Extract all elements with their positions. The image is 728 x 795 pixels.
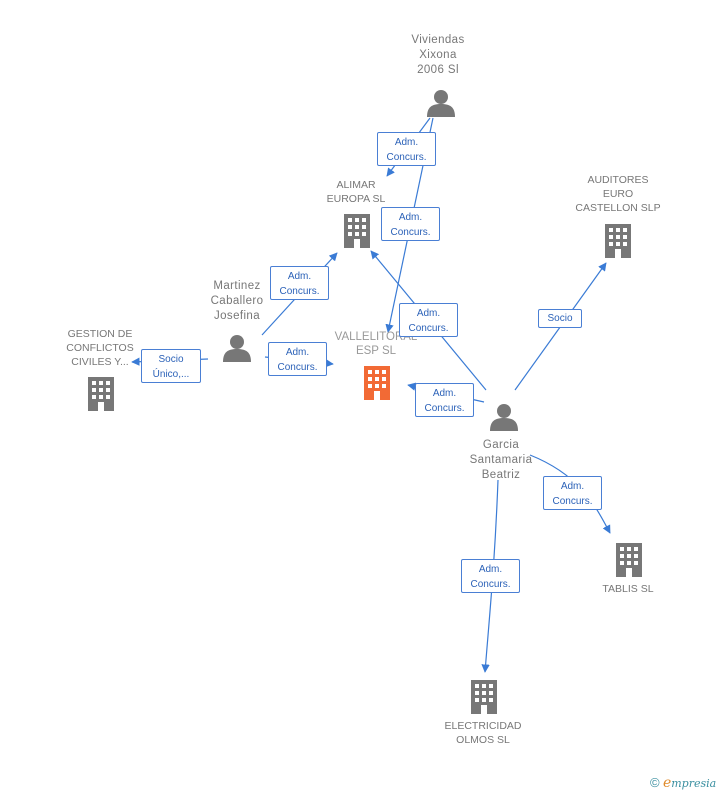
relation-badge-garcia-vallelitoral[interactable]: Adm. Concurs. xyxy=(415,383,474,417)
building-icon-auditores[interactable] xyxy=(605,224,631,258)
node-label-auditores[interactable]: AUDITORES EURO CASTELLON SLP xyxy=(563,173,673,215)
badge-line: Adm. xyxy=(398,212,423,223)
label-line: Martinez xyxy=(213,280,261,292)
person-icon-viviendas[interactable] xyxy=(427,90,455,117)
label-line: Xixona xyxy=(419,49,457,61)
person-icon-garcia[interactable] xyxy=(490,404,518,431)
copyright-icon: © xyxy=(650,775,660,790)
empresia-logo: © empresia xyxy=(650,775,716,791)
node-label-vallelitoral[interactable]: VALLELITORAL ESP SL xyxy=(322,330,430,358)
relation-badge-martinez-alimar[interactable]: Adm. Concurs. xyxy=(270,266,329,300)
label-line: Santamaria xyxy=(469,454,533,466)
label-line: Garcia xyxy=(482,439,520,451)
label-line: GESTION DE xyxy=(67,328,133,340)
building-icon-tablis[interactable] xyxy=(616,543,642,577)
label-line: CASTELLON SLP xyxy=(575,202,661,214)
label-line: Josefina xyxy=(213,310,261,322)
relation-badge-garcia-electricidad[interactable]: Adm. Concurs. xyxy=(461,559,520,593)
label-line: EURO xyxy=(602,188,634,200)
badge-line: Concurs. xyxy=(277,362,318,373)
label-line: OLMOS SL xyxy=(456,734,510,746)
node-label-garcia[interactable]: Garcia Santamaria Beatriz xyxy=(451,438,551,483)
label-line: 2006 Sl xyxy=(417,64,459,76)
node-label-viviendas[interactable]: Viviendas Xixona 2006 Sl xyxy=(388,33,488,78)
relation-badge-martinez-gestion[interactable]: Socio Único,... xyxy=(141,349,201,383)
label-line: AUDITORES xyxy=(587,174,649,186)
badge-line: Concurs. xyxy=(552,496,593,507)
building-icon-electricidad[interactable] xyxy=(471,680,497,714)
label-line: EUROPA SL xyxy=(326,193,386,205)
node-label-tablis[interactable]: TABLIS SL xyxy=(578,582,678,596)
badge-line: Adm. xyxy=(416,308,441,319)
label-line: Viviendas xyxy=(411,34,465,46)
relation-badge-viviendas-vallelitoral[interactable]: Adm. Concurs. xyxy=(381,207,440,241)
badge-line: Adm. xyxy=(478,564,503,575)
badge-line: Concurs. xyxy=(408,323,449,334)
label-line: ELECTRICIDAD xyxy=(444,720,522,732)
label-line: Beatriz xyxy=(481,469,521,481)
node-label-electricidad[interactable]: ELECTRICIDAD OLMOS SL xyxy=(428,719,538,747)
building-icon-vallelitoral[interactable] xyxy=(364,366,390,400)
building-icon-gestion[interactable] xyxy=(88,377,114,411)
relation-badge-martinez-vallelitoral[interactable]: Adm. Concurs. xyxy=(268,342,327,376)
logo-initial: e xyxy=(662,775,672,791)
badge-line: Adm. xyxy=(432,388,457,399)
relation-badge-garcia-auditores[interactable]: Socio xyxy=(538,309,582,328)
label-line: CONFLICTOS xyxy=(66,342,134,354)
badge-line: Concurs. xyxy=(390,227,431,238)
badge-line: Socio xyxy=(158,354,184,365)
label-line: VALLELITORAL xyxy=(334,331,418,343)
badge-line: Concurs. xyxy=(424,403,465,414)
badge-line: Concurs. xyxy=(279,286,320,297)
label-line: ESP SL xyxy=(355,345,397,357)
badge-line: Adm. xyxy=(285,347,310,358)
building-icon-alimar[interactable] xyxy=(344,214,370,248)
badge-line: Único,... xyxy=(152,369,190,380)
badge-line: Adm. xyxy=(394,137,419,148)
label-line: CIVILES Y... xyxy=(71,356,129,368)
badge-line: Concurs. xyxy=(386,152,427,163)
node-label-alimar[interactable]: ALIMAR EUROPA SL xyxy=(306,178,406,206)
relation-badge-garcia-alimar[interactable]: Adm. Concurs. xyxy=(399,303,458,337)
badge-line: Socio xyxy=(547,313,573,324)
relation-badge-viviendas-alimar[interactable]: Adm. Concurs. xyxy=(377,132,436,166)
node-label-gestion[interactable]: GESTION DE CONFLICTOS CIVILES Y... xyxy=(48,327,152,369)
node-label-martinez[interactable]: Martinez Caballero Josefina xyxy=(187,279,287,324)
logo-wordmark: mpresia xyxy=(671,777,717,790)
badge-line: Concurs. xyxy=(470,579,511,590)
badge-line: Adm. xyxy=(287,271,312,282)
label-line: ALIMAR xyxy=(336,179,376,191)
label-line: Caballero xyxy=(210,295,264,307)
relation-badge-garcia-tablis[interactable]: Adm. Concurs. xyxy=(543,476,602,510)
badge-line: Adm. xyxy=(560,481,585,492)
person-icon-martinez[interactable] xyxy=(223,335,251,362)
label-line: TABLIS SL xyxy=(602,583,654,595)
